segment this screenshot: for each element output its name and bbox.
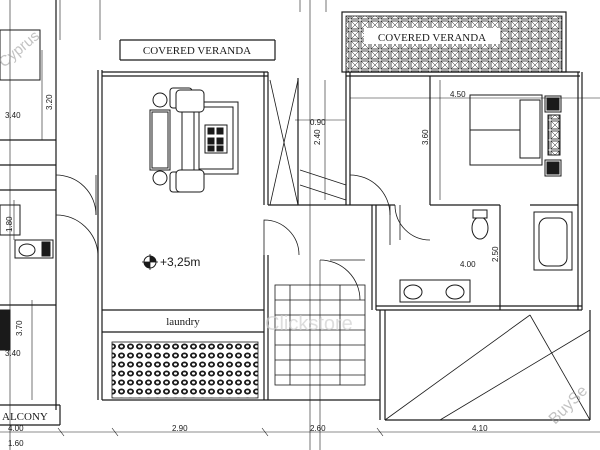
veranda-label-bg [364,28,500,44]
void-cross [384,314,591,421]
veranda-right-label: COVERED VERANDA [378,32,486,44]
balcony-tiles [111,341,259,399]
dim-bottom-4-10: 4.10 [472,424,488,433]
level-label: +3,25m [160,255,200,269]
dim-3-60: 3.60 [421,129,430,145]
bed [469,94,562,177]
dim-3-70: 3.70 [15,320,24,336]
veranda-left-label: COVERED VERANDA [143,45,251,57]
dim-4-50: 4.50 [450,90,466,99]
watermark-top: Cyprus [0,27,43,71]
dim-3-40-bottom: 3.40 [5,349,21,358]
staircase [269,79,366,386]
dim-3-40-top: 3.40 [5,111,21,120]
balcony-label: ALCONY [2,411,48,423]
watermark-center: Clickstore [265,313,353,335]
dim-2-50: 2.50 [491,246,500,262]
doors [55,174,431,301]
dim-bottom-1-60: 1.60 [8,439,24,448]
dim-1-80: 1.80 [5,216,14,232]
level-marker [142,254,158,270]
bathroom-fixtures [399,209,573,303]
dim-0-90: 0.90 [310,118,326,127]
dim-bottom-2-90: 2.90 [172,424,188,433]
dimension-lines [0,50,600,437]
dim-3-20: 3.20 [45,94,54,110]
dim-bottom-4-00: 4.00 [8,424,24,433]
dim-4-00: 4.00 [460,260,476,269]
living-furniture [149,87,239,193]
left-fixtures [0,29,54,351]
watermark-bottom: BuySe [546,382,591,427]
laundry-label: laundry [166,316,200,328]
dim-bottom-2-60: 2.60 [310,424,326,433]
dim-2-40: 2.40 [313,129,322,145]
